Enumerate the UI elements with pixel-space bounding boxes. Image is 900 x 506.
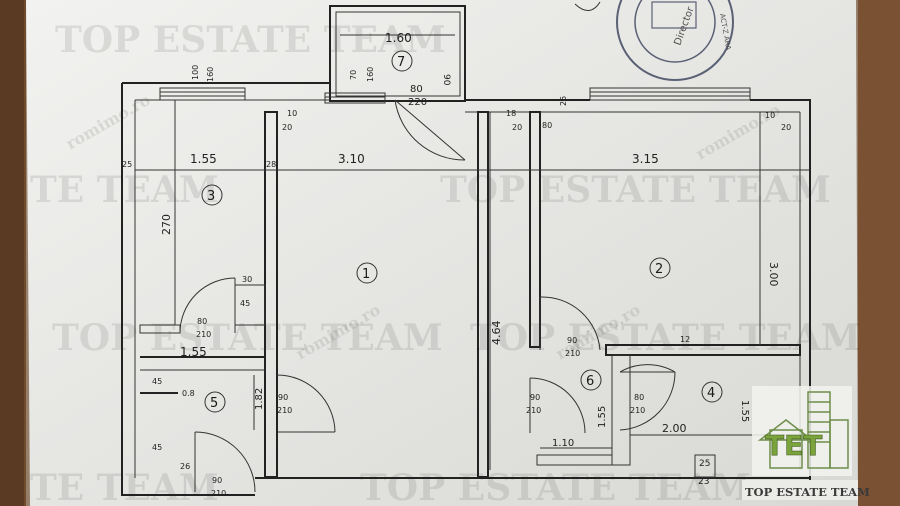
room-3-number: 3 [207,189,215,204]
dim-2-00-width: 2.00 [662,422,687,435]
dim-1-55-width: 1.55 [190,152,217,166]
window-balcony [324,92,386,104]
dimension-lines [140,100,790,470]
door-room-3 [179,277,236,334]
dim-23: 23 [698,477,709,487]
dim-70: 70 [349,70,358,80]
dim-20-b: 20 [512,123,522,132]
dim-80: 80 [542,121,552,130]
dim-20-a: 20 [282,123,292,132]
room-labels: 7 3 1 2 5 6 4 [201,50,723,413]
company-logo: TET TOP ESTATE TEAM [742,386,870,500]
dim-1-55-lower: 1.55 [180,345,207,359]
room-1-number: 1 [362,267,370,282]
dim-door2-width: 90 [567,336,577,345]
dim-1-82: 1.82 [254,388,265,410]
inner-walls [135,111,810,478]
outer-walls [121,82,811,496]
dim-45-b: 45 [152,377,162,386]
watermark-middle-right: TOP ESTATE TEAM [440,169,831,211]
room-6-circle [580,369,602,391]
logo-mark: TET [765,429,822,462]
balcony-room-7 [329,5,466,102]
dim-10-a: 10 [287,109,297,118]
dim-26: 26 [180,462,190,471]
dim-18: 18 [506,109,516,118]
dim-3-00-height: 3.00 [767,262,780,287]
window-right [589,87,751,101]
room-6-number: 6 [586,374,594,389]
dim-door3-width: 80 [197,317,207,326]
logo-caption: TOP ESTATE TEAM [745,485,870,499]
dim-door6-width: 90 [530,393,540,402]
watermark-lower-left: TOP ESTATE TEAM [52,317,443,359]
door-room-4 [619,364,676,431]
dim-door7-width: 80 [410,84,423,95]
dim-1-10-width: 1.10 [552,438,574,449]
dimension-labels: 1.60 80 220 90 70 160 100 160 10 20 18 2… [122,31,791,498]
room-2-circle [649,257,671,279]
dim-20-c: 20 [781,123,791,132]
dim-90-balcony: 90 [441,74,451,86]
door-room-1 [276,374,336,433]
dim-12: 12 [680,335,690,344]
dim-door5-width: 90 [212,476,222,485]
dim-100: 100 [191,65,200,80]
dim-25-top: 25 [559,96,568,106]
dim-4-64-height: 4.64 [490,321,503,346]
room-5-circle [204,391,226,413]
door-room-5 [194,431,256,493]
dim-door4-width: 80 [634,393,644,402]
room-5-number: 5 [210,396,218,411]
room-4-circle [701,381,723,403]
dim-0-8: 0.8 [182,389,195,398]
dim-28: 28 [266,160,276,169]
door-balcony [394,99,466,161]
dim-45-a: 45 [240,299,250,308]
dim-25-left: 25 [122,160,132,169]
dim-1-55-room6: 1.55 [597,406,608,428]
dim-door2-height: 210 [565,349,580,358]
dim-270-height: 270 [160,214,173,235]
watermark-middle-left: TE TEAM [30,169,219,211]
dim-160: 160 [366,67,375,82]
dim-45-c: 45 [152,443,162,452]
dim-door5-height: 210 [211,489,226,498]
room-4-number: 4 [707,386,715,401]
room-7-number: 7 [397,55,405,70]
watermark-top: TOP ESTATE TEAM [55,19,446,61]
dim-door3-height: 210 [196,330,211,339]
watermark-bottom-right: TOP ESTATE TEAM [360,467,751,506]
dim-3-10-width: 3.10 [338,152,365,166]
dim-door4-height: 210 [630,406,645,415]
door-room-2 [539,296,601,351]
door-room-6 [529,377,586,434]
logo-buildings-icon [757,391,849,469]
dim-10-b: 10 [765,111,775,120]
dim-door1-width: 90 [278,393,288,402]
room-2-number: 2 [655,262,663,277]
dim-door7-height: 220 [408,97,427,108]
room-3-circle [201,184,223,206]
dim-25-bottom: 25 [699,459,710,469]
watermark-bottom-left: TE TEAM [30,467,219,506]
watermark-lower-right: TOP ESTATE TEAM [470,317,861,359]
dim-balcony-width: 1.60 [385,31,412,45]
dim-160-left: 160 [206,67,215,82]
dim-1-55-room4: 1.55 [739,400,750,422]
signature-scribble [574,1,601,11]
dim-door6-height: 210 [526,406,541,415]
dim-30: 30 [242,275,252,284]
room-7-circle [391,50,413,72]
room-1-circle [356,262,378,284]
dim-door1-height: 210 [277,406,292,415]
dim-3-15-width: 3.15 [632,152,659,166]
